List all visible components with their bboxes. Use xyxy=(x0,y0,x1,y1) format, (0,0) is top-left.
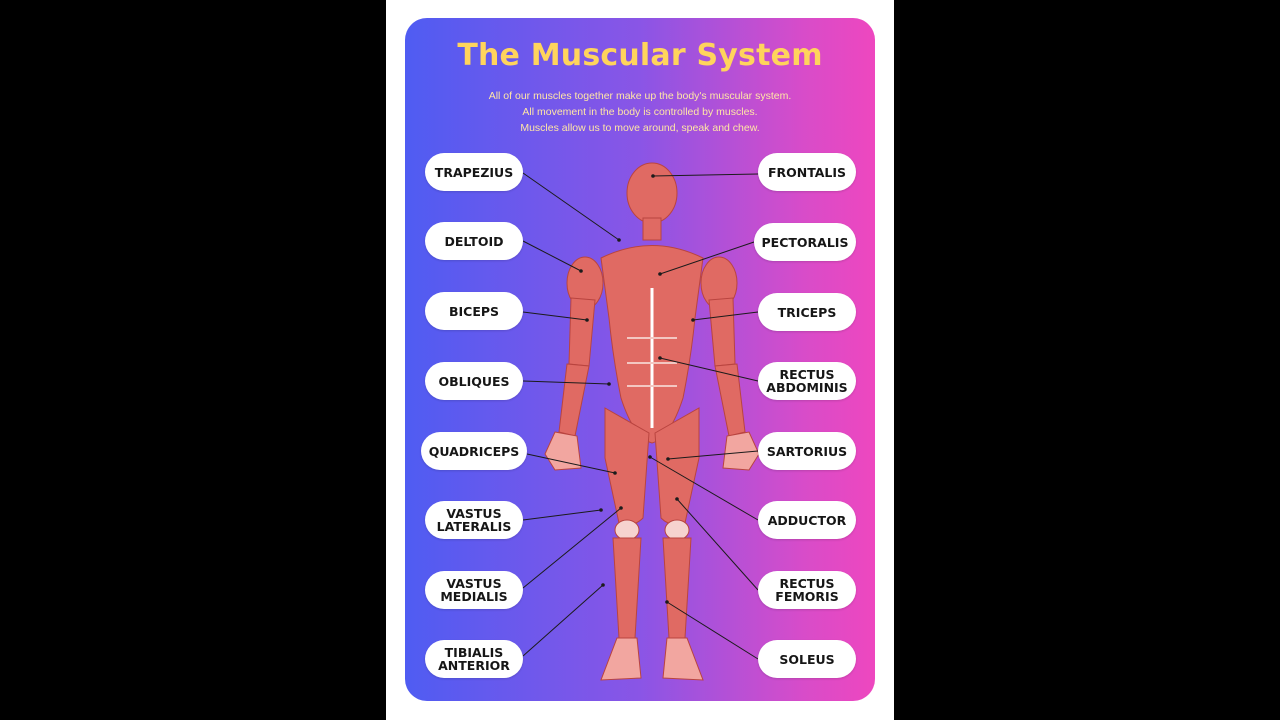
label-rectus-femoris: RECTUS FEMORIS xyxy=(758,571,856,609)
intro-line-3: Muscles allow us to move around, speak a… xyxy=(520,122,760,134)
label-sartorius: SARTORIUS xyxy=(758,432,856,470)
left-forearm-shape xyxy=(558,363,590,437)
label-biceps: BICEPS xyxy=(425,292,523,330)
label-obliques: OBLIQUES xyxy=(425,362,523,400)
right-shin-shape xyxy=(662,537,692,639)
label-soleus: SOLEUS xyxy=(758,640,856,678)
right-knee-shape xyxy=(664,519,690,541)
leader-line-quadriceps xyxy=(526,453,616,474)
leader-line-soleus xyxy=(666,601,759,660)
leader-dot-rectus-abdominis xyxy=(658,356,662,360)
label-rectus-abdominis: RECTUS ABDOMINIS xyxy=(758,362,856,400)
leader-line-rectus-femoris xyxy=(676,498,759,591)
label-pectoralis: PECTORALIS xyxy=(754,223,856,261)
leader-line-vastus-medialis xyxy=(522,507,622,589)
poster-card: The Muscular System All of our muscles t… xyxy=(405,18,875,701)
label-trapezius: TRAPEZIUS xyxy=(425,153,523,191)
leader-line-biceps xyxy=(522,311,588,321)
leader-dot-obliques xyxy=(607,382,611,386)
leader-line-frontalis xyxy=(652,173,759,177)
leader-dot-rectus-femoris xyxy=(675,497,679,501)
leader-dot-vastus-lateralis xyxy=(599,508,603,512)
leader-dot-biceps xyxy=(585,318,589,322)
leader-line-triceps xyxy=(692,311,759,321)
muscle-figure xyxy=(522,162,760,681)
leader-line-deltoid xyxy=(522,240,582,272)
label-quadriceps: QUADRICEPS xyxy=(421,432,527,470)
leader-dot-tibialis-anterior xyxy=(601,583,605,587)
leader-line-vastus-lateralis xyxy=(522,509,602,521)
poster-title: The Muscular System xyxy=(457,38,823,73)
right-hand-shape xyxy=(722,431,760,471)
left-knee-shape xyxy=(614,519,640,541)
leader-line-adductor xyxy=(649,456,759,521)
label-vastus-lateralis: VASTUS LATERALIS xyxy=(425,501,523,539)
left-shin-shape xyxy=(612,537,642,639)
leader-dot-quadriceps xyxy=(613,471,617,475)
leader-dot-soleus xyxy=(665,600,669,604)
label-vastus-medialis: VASTUS MEDIALIS xyxy=(425,571,523,609)
label-deltoid: DELTOID xyxy=(425,222,523,260)
leader-dot-adductor xyxy=(648,455,652,459)
leader-dots xyxy=(579,174,695,604)
intro-line-1: All of our muscles together make up the … xyxy=(488,90,792,102)
leader-dot-frontalis xyxy=(651,174,655,178)
leader-lines xyxy=(522,172,759,660)
label-tibialis-anterior: TIBIALIS ANTERIOR xyxy=(425,640,523,678)
left-foot-shape xyxy=(600,637,642,681)
leader-dot-pectoralis xyxy=(658,272,662,276)
leader-line-tibialis-anterior xyxy=(522,584,604,657)
leader-dot-trapezius xyxy=(617,238,621,242)
poster-intro: All of our muscles together make up the … xyxy=(435,88,845,136)
leader-line-trapezius xyxy=(522,172,620,241)
leader-line-obliques xyxy=(522,380,610,385)
leader-line-pectoralis xyxy=(659,241,755,275)
neck-shape xyxy=(642,217,662,241)
body-illustration xyxy=(544,162,760,681)
intro-line-2: All movement in the body is controlled b… xyxy=(522,106,758,118)
right-foot-shape xyxy=(662,637,704,681)
right-upper-arm-shape xyxy=(708,297,736,367)
label-frontalis: FRONTALIS xyxy=(758,153,856,191)
leader-dot-sartorius xyxy=(666,457,670,461)
leader-dot-deltoid xyxy=(579,269,583,273)
left-upper-arm-shape xyxy=(568,297,596,367)
leader-dot-vastus-medialis xyxy=(619,506,623,510)
label-adductor: ADDUCTOR xyxy=(758,501,856,539)
label-triceps: TRICEPS xyxy=(758,293,856,331)
leader-line-sartorius xyxy=(667,450,759,460)
leader-line-rectus-abdominis xyxy=(659,357,759,382)
right-forearm-shape xyxy=(714,363,746,437)
left-hand-shape xyxy=(544,431,582,471)
leader-dot-triceps xyxy=(691,318,695,322)
head-shape xyxy=(626,162,678,224)
